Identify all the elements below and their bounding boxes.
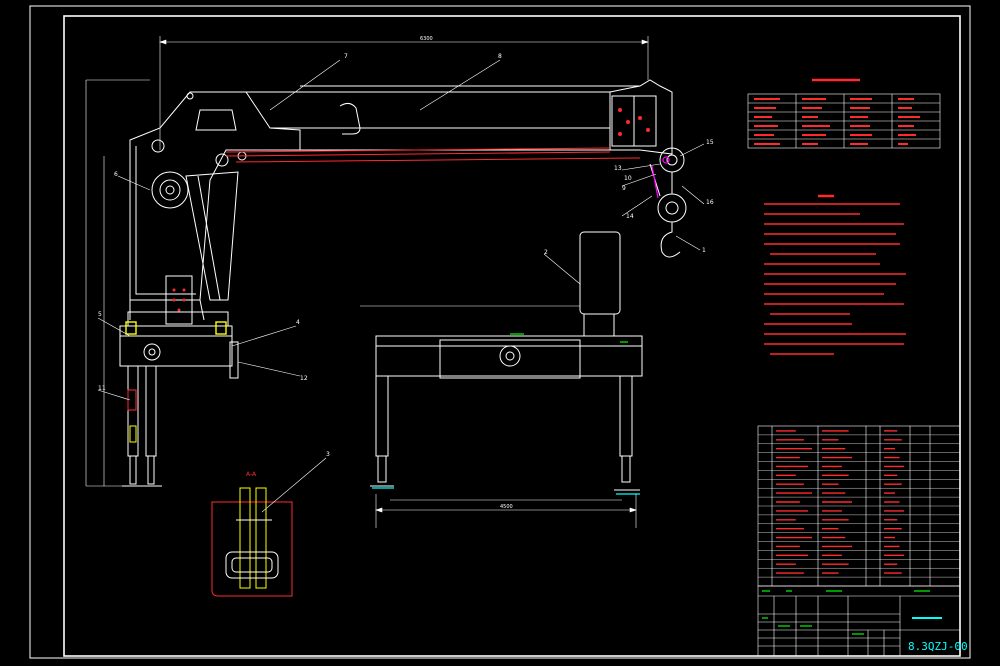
balloon-label-3: 3 — [326, 451, 330, 458]
section-a-a-view — [211, 487, 293, 597]
balloon-label-10: 10 — [624, 175, 632, 182]
balloon-label-14: 14 — [626, 213, 634, 220]
hook-assembly — [649, 147, 687, 258]
outrigger-span-dimension — [375, 494, 637, 528]
left-outrigger-legs — [122, 365, 162, 487]
drawing-number: 8.3QZJ-00 — [908, 640, 968, 653]
balloon-label-6: 6 — [114, 171, 118, 178]
parts-list-rows — [758, 434, 960, 578]
section-a-a-label: A-A — [246, 471, 257, 478]
parts-list-entries — [776, 430, 904, 574]
balloon-label-4: 4 — [296, 319, 300, 326]
balloon-label-15: 15 — [706, 139, 714, 146]
crane-column — [129, 91, 301, 321]
hook-chain — [651, 156, 670, 199]
technical-notes — [764, 203, 906, 355]
drawing-frame — [29, 5, 971, 659]
spec-table — [747, 93, 941, 149]
balloon-label-12: 12 — [300, 375, 308, 382]
base-platform-highlights — [125, 321, 227, 335]
balloon-label-7: 7 — [344, 53, 348, 60]
balloon-label-16: 16 — [706, 199, 714, 206]
spec-table-entries — [754, 98, 920, 145]
front-view-feet — [372, 487, 640, 495]
title-block — [757, 585, 961, 657]
overall-length-dimension — [159, 36, 649, 150]
leader-lines — [97, 59, 705, 513]
base-platform-side — [119, 275, 239, 379]
balloon-label-9: 9 — [622, 185, 626, 192]
front-view — [360, 231, 643, 379]
balloon-label-8: 8 — [498, 53, 502, 60]
front-view-outrigger-legs — [370, 375, 640, 491]
height-dimension — [85, 79, 150, 487]
balloon-label-11: 11 — [98, 385, 106, 392]
crane-boom — [246, 79, 673, 155]
balloon-label-5: 5 — [98, 311, 102, 318]
title-block-entries — [762, 590, 930, 635]
balloon-label-1: 1 — [702, 247, 706, 254]
balloon-label-2: 2 — [544, 249, 548, 256]
overall-length-label: 6300 — [420, 36, 433, 42]
front-view-green-marks — [510, 333, 628, 343]
boom-hydraulic-lines — [225, 108, 650, 163]
outrigger-span-label: 4500 — [500, 504, 513, 510]
column-red-details — [172, 288, 186, 312]
balloon-label-13: 13 — [614, 165, 622, 172]
